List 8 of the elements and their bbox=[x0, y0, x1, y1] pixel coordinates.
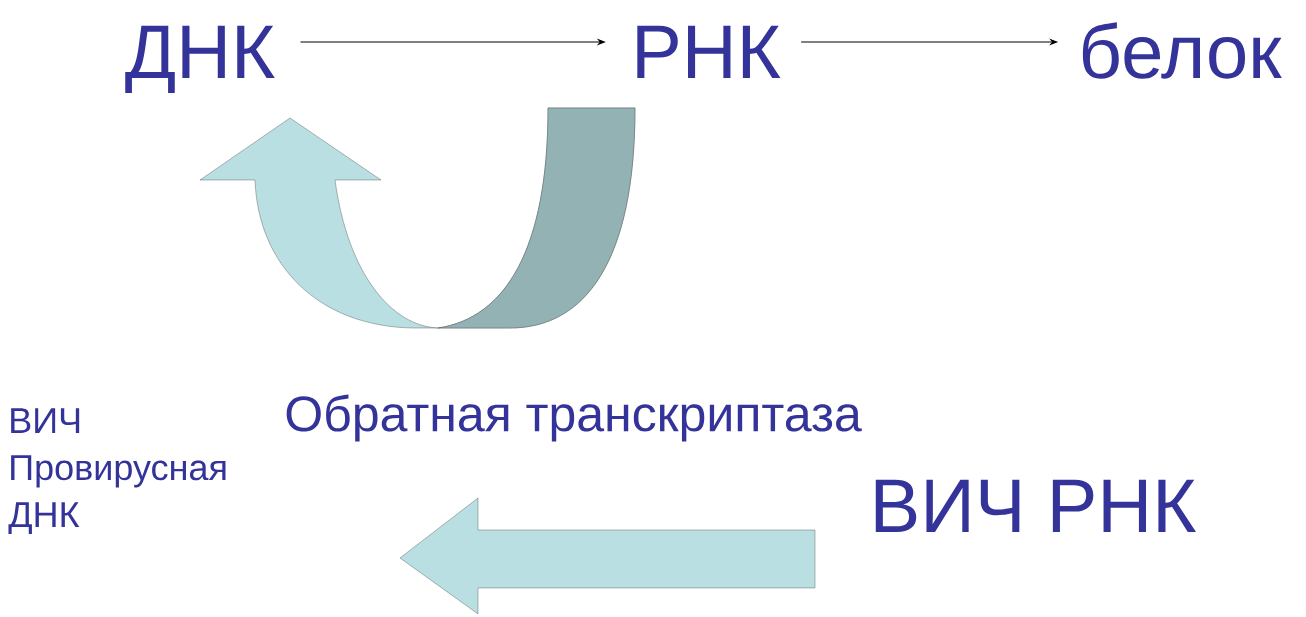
edge-label: Обратная транскриптаза bbox=[282, 392, 864, 444]
label-text: ВИЧ Провирусная ДНК bbox=[8, 408, 226, 535]
block-arrow bbox=[199, 107, 636, 329]
term-text: ДНК bbox=[125, 25, 275, 94]
term-text: белок bbox=[1082, 22, 1282, 79]
term-text: РНК bbox=[637, 25, 781, 78]
term-text: ВИЧ РНК bbox=[875, 479, 1196, 532]
block-arrow bbox=[399, 497, 816, 615]
